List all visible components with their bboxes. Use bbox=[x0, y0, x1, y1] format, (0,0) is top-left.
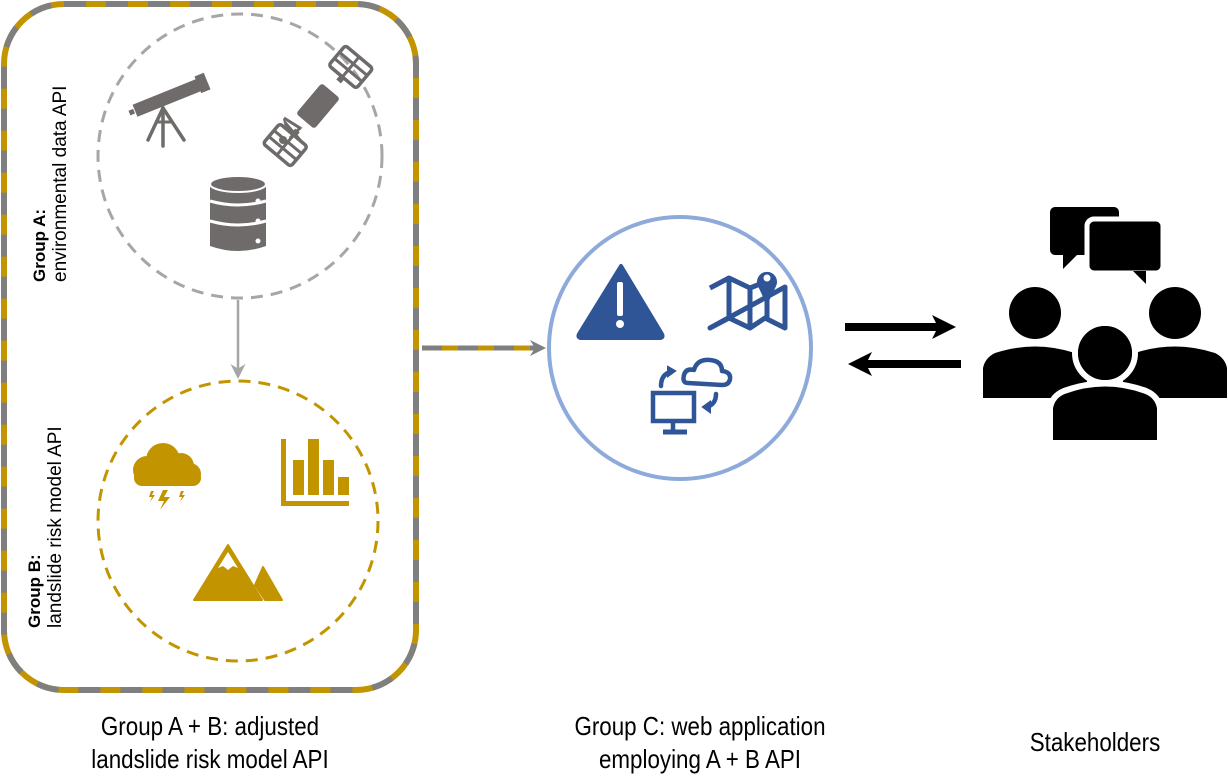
caption-group-c-line1: Group C: web application bbox=[574, 711, 826, 741]
group-b-title: Group B: bbox=[25, 554, 44, 628]
thunderstorm-cloud-icon bbox=[133, 443, 201, 510]
warning-icon bbox=[576, 264, 665, 340]
caption-group-ab-line2: landslide risk model API bbox=[91, 744, 329, 774]
group-ab-container bbox=[1, 1, 419, 693]
speech-bubbles-icon bbox=[1050, 207, 1166, 284]
bar-chart-icon bbox=[281, 439, 349, 506]
group-a-subtitle: environmental data API bbox=[50, 85, 71, 282]
cloud-sync-computer-icon bbox=[650, 357, 733, 435]
arrow-c-to-stakeholders bbox=[845, 315, 956, 339]
people-group-icon bbox=[983, 287, 1227, 441]
caption-group-c: Group C: web application employing A + B… bbox=[545, 710, 855, 776]
database-icon bbox=[209, 175, 267, 251]
group-c-circle bbox=[547, 215, 813, 481]
caption-group-ab: Group A + B: adjusted landslide risk mod… bbox=[55, 710, 365, 776]
group-a-label: Group A: environmental data API bbox=[30, 86, 72, 282]
arrow-stakeholders-to-c bbox=[848, 352, 961, 376]
arrow-ab-to-c bbox=[422, 340, 546, 356]
satellite-icon bbox=[262, 44, 374, 168]
caption-group-c-line2: employing A + B API bbox=[598, 744, 801, 774]
mountain-icon bbox=[193, 544, 283, 601]
group-a-circle bbox=[96, 12, 384, 300]
caption-stakeholders: Stakeholders bbox=[1009, 726, 1181, 759]
telescope-icon bbox=[128, 72, 211, 148]
group-b-label: Group B: landslide risk model API bbox=[25, 426, 67, 628]
group-b-circle bbox=[96, 379, 380, 663]
caption-group-ab-line1: Group A + B: adjusted bbox=[100, 711, 320, 741]
caption-stakeholders-text: Stakeholders bbox=[1029, 727, 1161, 757]
group-b-subtitle: landslide risk model API bbox=[45, 426, 66, 628]
group-a-title: Group A: bbox=[30, 208, 49, 282]
map-pin-icon bbox=[707, 271, 788, 331]
